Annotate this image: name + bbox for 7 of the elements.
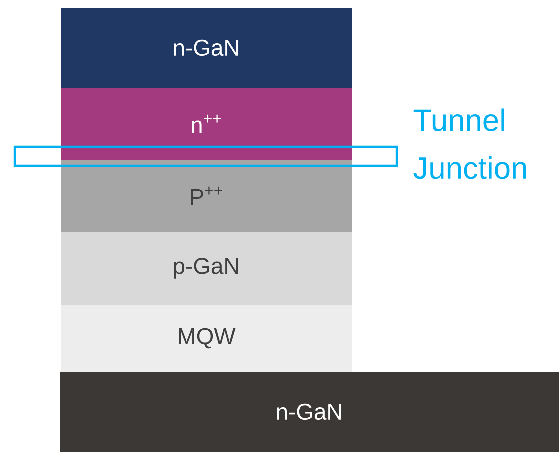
layer-box: n-GaN [61,8,352,88]
layer-box: n-GaN [60,372,559,452]
layer-box: MQW [61,304,352,372]
node-label: Tunnel Junction [414,108,526,180]
layer-box: n$^{++}$ [61,88,352,160]
layer-box: P$^{++}$ [61,160,352,232]
layer-box: p-GaN [61,232,352,305]
